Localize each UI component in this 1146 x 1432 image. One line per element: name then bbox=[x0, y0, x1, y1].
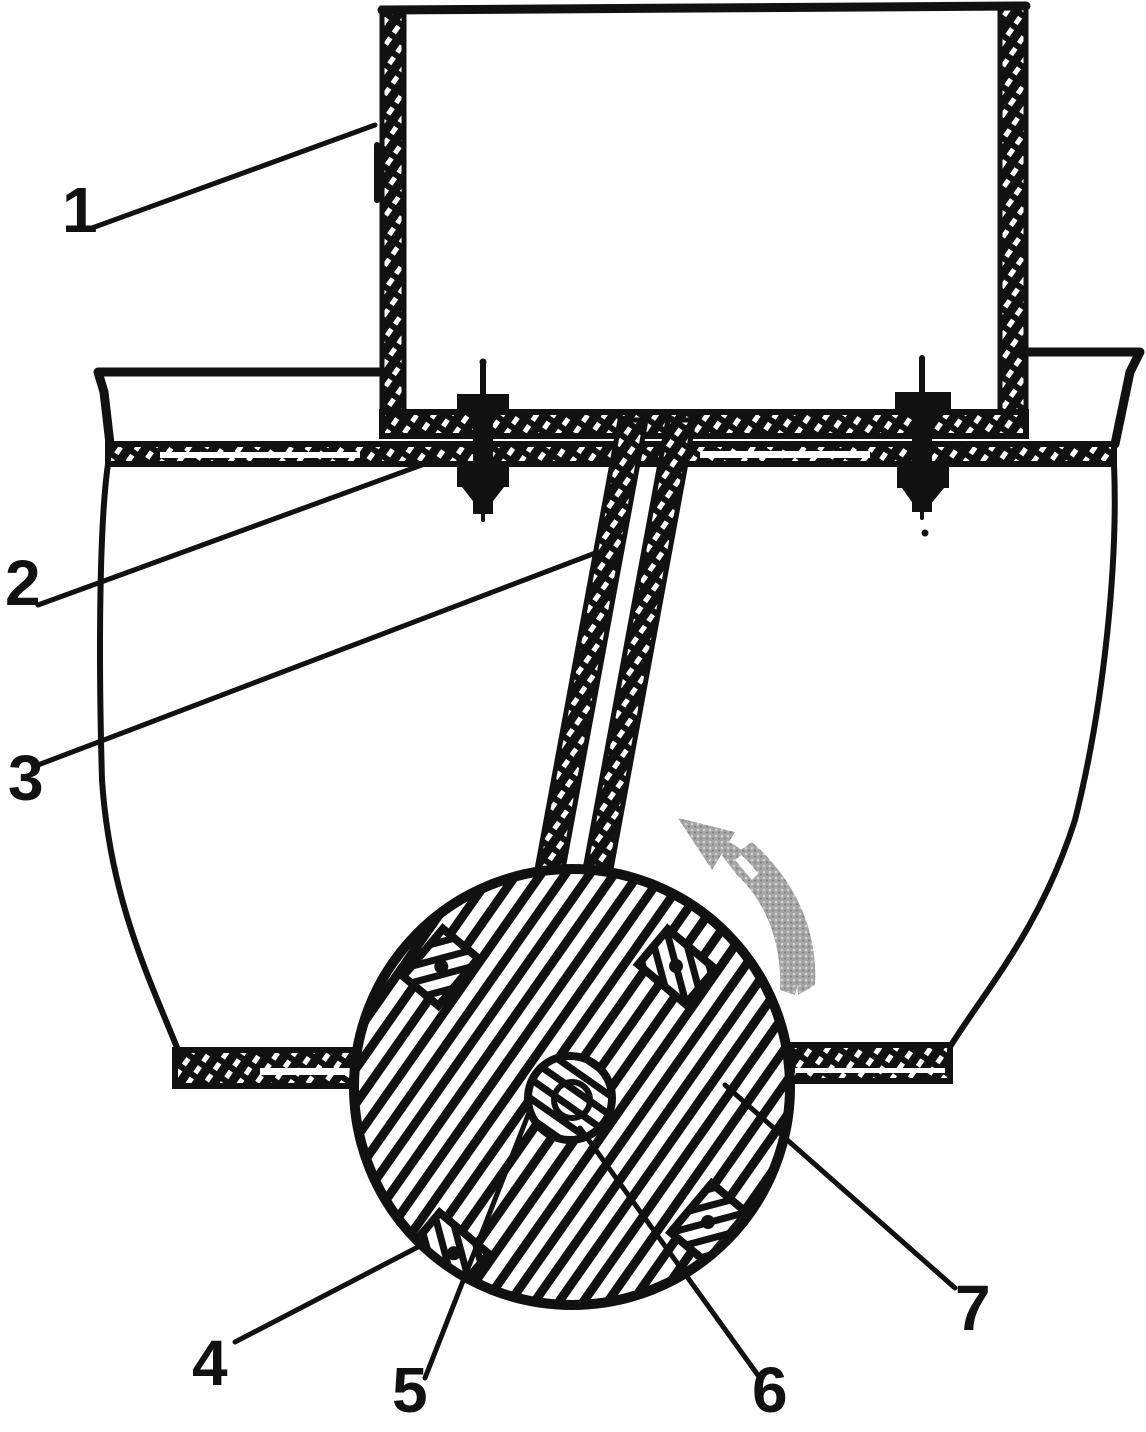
hopper-right-wall bbox=[997, 5, 1029, 421]
rotor-pocket-top-left bbox=[397, 923, 484, 1012]
callout-label-4: 4 bbox=[192, 1327, 228, 1399]
callout-label-6: 6 bbox=[752, 1354, 788, 1426]
callout-label-1: 1 bbox=[62, 174, 98, 246]
leader-1 bbox=[89, 122, 378, 231]
leader-2 bbox=[35, 459, 433, 608]
callout-labels: 1 2 3 4 5 6 7 bbox=[5, 174, 991, 1426]
lower-trough-body bbox=[93, 347, 1145, 1089]
callout-label-7: 7 bbox=[955, 1272, 991, 1344]
upper-hopper-box bbox=[374, 1, 1031, 421]
right-bolt bbox=[895, 355, 951, 537]
left-bolt bbox=[457, 358, 509, 522]
callout-label-3: 3 bbox=[8, 742, 44, 814]
callout-label-2: 2 bbox=[5, 547, 41, 619]
callout-label-5: 5 bbox=[392, 1354, 428, 1426]
metering-rotor bbox=[349, 864, 795, 1310]
leader-6 bbox=[577, 1125, 763, 1381]
leader-lines bbox=[35, 122, 958, 1381]
hopper-left-wall bbox=[379, 5, 407, 421]
leader-7 bbox=[722, 1082, 958, 1291]
leader-3 bbox=[35, 549, 601, 768]
rotor-shaft bbox=[524, 1052, 616, 1144]
rotation-arrow-icon bbox=[678, 818, 816, 995]
leader-5 bbox=[422, 1107, 533, 1381]
leader-4 bbox=[232, 1244, 421, 1345]
rotor-pocket-top-right bbox=[632, 923, 721, 1010]
feed-tube bbox=[531, 417, 698, 883]
